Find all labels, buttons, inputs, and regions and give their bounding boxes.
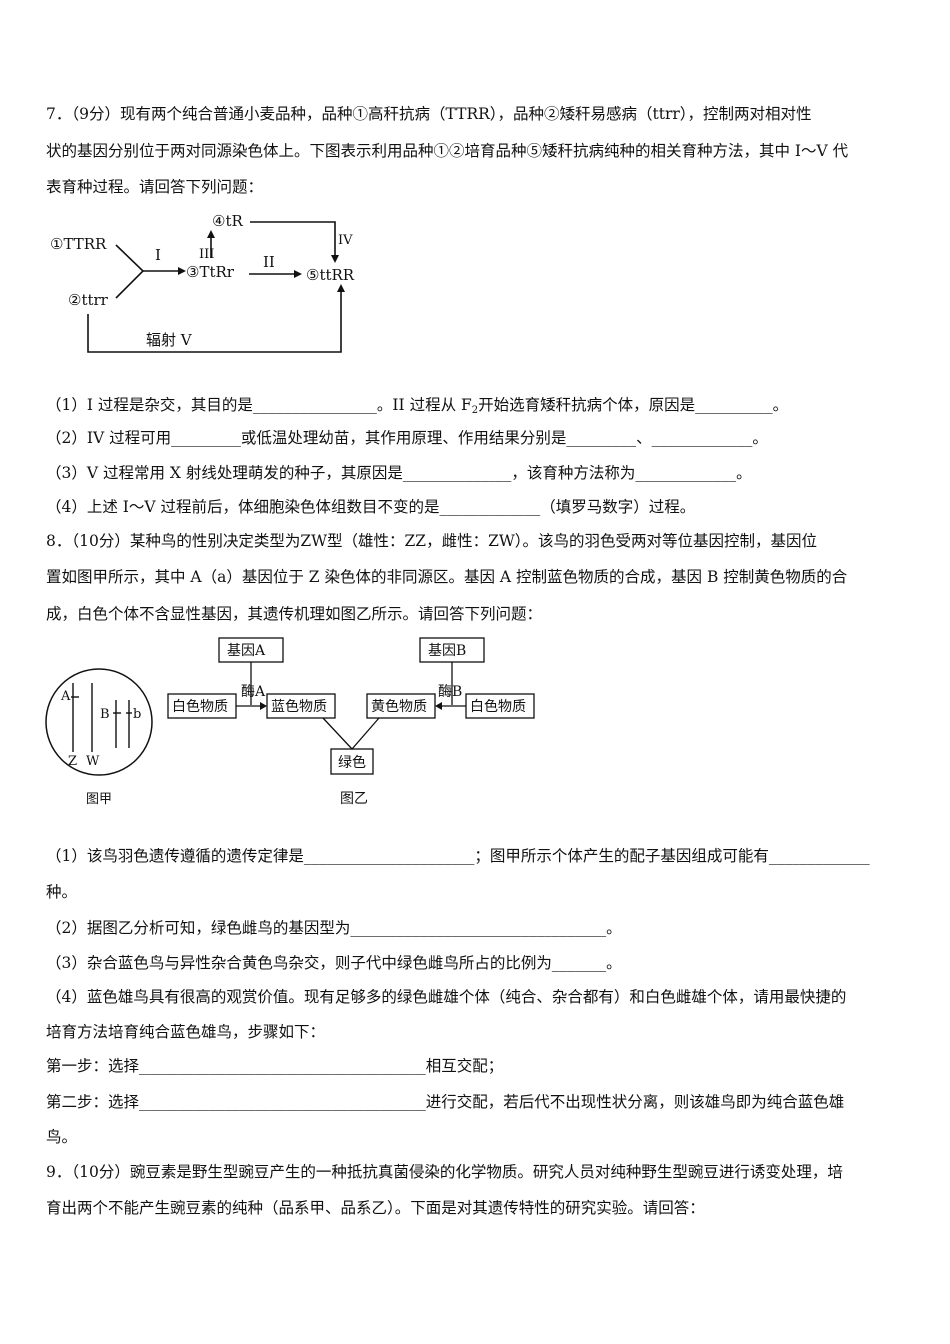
green-box: 绿色	[338, 754, 366, 771]
process-iv: IV	[338, 233, 353, 248]
q7-line-1: 7．（9分）现有两个纯合普通小麦品种，品种①高秆抗病（TTRR），品种②矮秆易感…	[46, 105, 812, 123]
q7-line-2: 状的基因分别位于两对同源染色体上。下图表示利用品种①②培育品种⑤矮秆抗病纯种的相…	[46, 142, 849, 160]
gene-a-box: 基因A	[227, 642, 266, 659]
gene-a-label: A	[60, 689, 71, 704]
q8-sub-4-cont: 培育方法培育纯合蓝色雄鸟，步骤如下：	[46, 1023, 326, 1041]
node-1: ①TTRR	[50, 235, 107, 253]
q8-sub-1-cont: 种。	[46, 883, 78, 901]
blue-substance: 蓝色物质	[271, 698, 327, 715]
node-4: ④tR	[212, 212, 243, 230]
q7-sub-2: （2）IV 过程可用_________或低温处理幼苗，其作用原理、作用结果分别是…	[46, 429, 768, 447]
node-3: ③TtRr	[186, 263, 235, 281]
white-substance-right: 白色物质	[470, 698, 526, 715]
gene-b-box: 基因B	[428, 642, 466, 659]
q7-line-3: 表育种过程。请回答下列问题：	[46, 178, 264, 196]
node-2: ②ttrr	[68, 291, 109, 309]
process-ii: II	[263, 253, 275, 271]
yellow-substance: 黄色物质	[371, 698, 427, 715]
figure-jia: A B b Z W 图甲	[45, 668, 153, 807]
figure-jia-caption: 图甲	[86, 792, 112, 807]
q8-sub-1: （1）该鸟羽色遗传遵循的遗传定律是______________________；…	[46, 847, 870, 865]
q8-step-1: 第一步：选择__________________________________…	[46, 1057, 504, 1075]
process-v: 辐射 V	[146, 331, 193, 349]
q7-sub-1: （1）I 过程是杂交，其目的是________________。II 过程从 F…	[46, 396, 789, 416]
q8-sub-3: （3）杂合蓝色鸟与异性杂合黄色鸟杂交，则子代中绿色雌鸟所占的比例为_______…	[46, 954, 622, 972]
q9-line-1: 9．（10分）豌豆素是野生型豌豆产生的一种抵抗真菌侵染的化学物质。研究人员对纯种…	[46, 1163, 843, 1181]
q8-line-3: 成，白色个体不含显性基因，其遗传机理如图乙所示。请回答下列问题：	[46, 605, 543, 623]
q8-line-1: 8．（10分）某种鸟的性别决定类型为ZW型（雄性：ZZ，雌性：ZW）。该鸟的羽色…	[46, 532, 818, 550]
process-i: I	[155, 246, 161, 264]
q9-line-2: 育出两个不能产生豌豆素的纯种（品系甲、品系乙）。下面是对其遗传特性的研究实验。请…	[46, 1199, 705, 1217]
q8-step-2-cont: 鸟。	[46, 1128, 78, 1146]
white-substance-left: 白色物质	[172, 698, 228, 715]
q7-sub-4: （4）上述 I～V 过程前后，体细胞染色体组数目不变的是____________…	[46, 498, 696, 516]
enzyme-b-label: 酶B	[438, 684, 462, 700]
q8-sub-4: （4）蓝色雄鸟具有很高的观赏价值。现有足够多的绿色雌雄个体（纯合、杂合都有）和白…	[46, 988, 847, 1006]
q8-line-2: 置如图甲所示，其中 A（a）基因位于 Z 染色体的非同源区。基因 A 控制蓝色物…	[46, 568, 848, 586]
q8-sub-2: （2）据图乙分析可知，绿色雌鸟的基因型为____________________…	[46, 919, 622, 937]
q8-step-2: 第二步：选择__________________________________…	[46, 1093, 845, 1111]
process-iii: III	[199, 247, 214, 262]
q7-sub-3: （3）V 过程常用 X 射线处理萌发的种子，其原因是______________…	[46, 464, 752, 482]
w-chromosome-label: W	[86, 754, 100, 769]
gene-b-recessive-label: b	[133, 707, 141, 722]
node-5: ⑤ttRR	[306, 266, 355, 284]
figure-yi: 基因A 基因B 酶A 酶B 白色物质 蓝色物质 黄色物质 白色物质 绿色 图乙	[167, 637, 535, 807]
z-chromosome-label: Z	[68, 754, 77, 769]
figure-yi-caption: 图乙	[340, 791, 368, 807]
enzyme-a-label: 酶A	[241, 684, 266, 700]
gene-b-label: B	[100, 707, 110, 722]
